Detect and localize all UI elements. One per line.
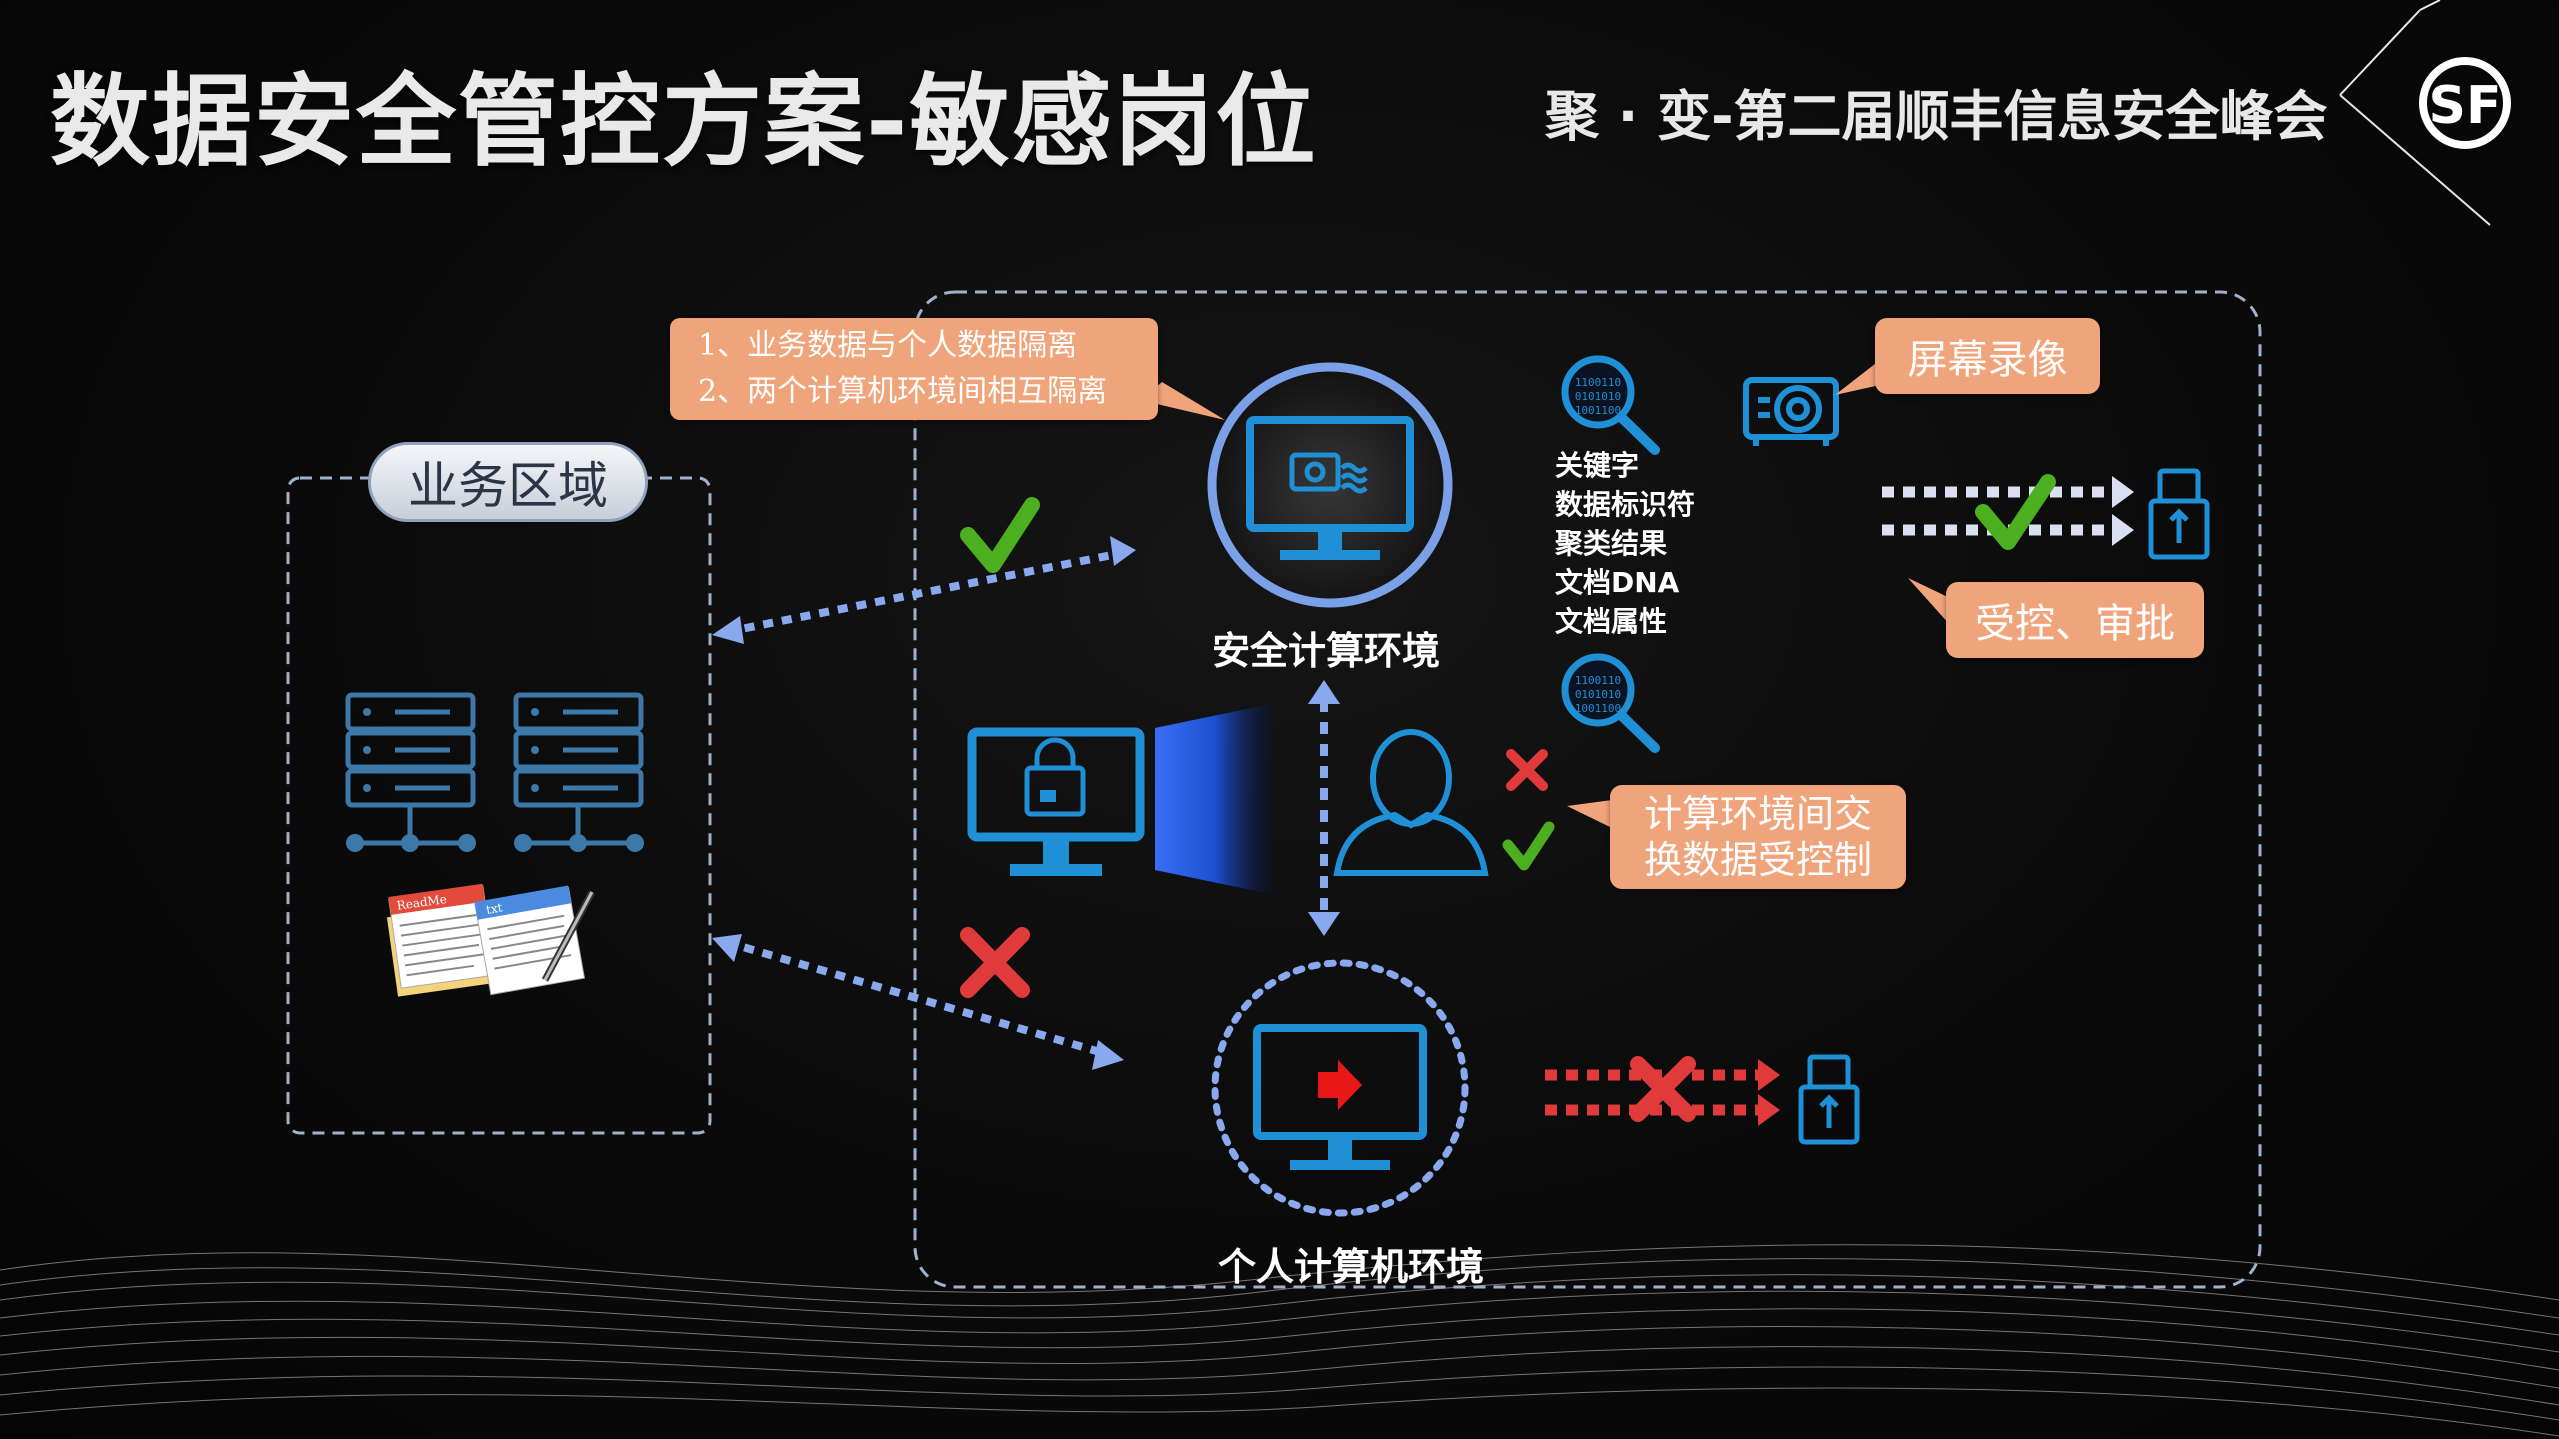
projector-icon [1743, 377, 1839, 446]
callout-isolation-line-2: 2、两个计算机环境间相互隔离 [698, 374, 1108, 409]
sf-logo-icon: SF [2419, 57, 2511, 149]
svg-text:1001100: 1001100 [1575, 702, 1621, 715]
svg-text:ReadMe: ReadMe [396, 892, 448, 913]
arrow-business-to-personal [712, 934, 1124, 1070]
keyword-item: 文档属性 [1555, 605, 1668, 638]
search-icon: 1100110 0101010 1001100 [1561, 653, 1660, 753]
documents-icon: ReadMe txt [386, 883, 596, 997]
secure-env-label: 安全计算环境 [1212, 629, 1441, 673]
person-icon [1333, 729, 1489, 876]
svg-text:1001100: 1001100 [1575, 404, 1621, 417]
svg-text:txt: txt [485, 900, 504, 917]
callout-audit-pointer [1908, 578, 1950, 625]
secure-monitor-icon [1207, 362, 1453, 608]
business-zone-box [286, 476, 712, 1135]
business-zone-label: 业务区域 [368, 442, 648, 522]
projection-wedge [1155, 703, 1275, 895]
arrow-secure-to-personal [1308, 680, 1340, 936]
corner-decoration [2339, 0, 2491, 226]
locked-monitor-icon [967, 727, 1145, 876]
keyword-item: 数据标识符 [1555, 488, 1696, 521]
callout-exchange-line-2: 换数据受控制 [1643, 838, 1872, 882]
svg-text:0101010: 0101010 [1575, 390, 1621, 403]
callout-screen-record-pointer [1835, 360, 1880, 395]
page-title: 数据安全管控方案-敏感岗位 [50, 63, 1318, 180]
deny-x-icon [1506, 749, 1548, 791]
monitoring-keywords: 关键字 数据标识符 聚类结果 文档DNA 文档属性 [1555, 446, 1695, 641]
svg-text:SF: SF [2429, 76, 2502, 136]
callout-exchange-pointer [1567, 800, 1612, 828]
personal-monitor-icon [1211, 959, 1469, 1217]
usb-drive-icon [1798, 1054, 1860, 1145]
keyword-item: 文档DNA [1555, 566, 1680, 599]
arrow-business-to-secure [712, 536, 1136, 644]
server-icon [345, 692, 476, 846]
summit-title: 聚 · 变-第二届顺丰信息安全峰会 [1545, 85, 2328, 148]
callout-isolation-line-1: 1、业务数据与个人数据隔离 [698, 328, 1078, 363]
svg-text:0101010: 0101010 [1575, 688, 1621, 701]
keyword-item: 聚类结果 [1555, 527, 1668, 560]
callout-isolation: 1、业务数据与个人数据隔离 2、两个计算机环境间相互隔离 [670, 318, 1158, 420]
deny-x-icon [960, 927, 1030, 998]
server-dots-icon [363, 708, 539, 792]
deny-x-icon [1630, 1056, 1696, 1122]
callout-exchange: 计算环境间交 换数据受控制 [1610, 785, 1906, 889]
callout-screen-record: 屏幕录像 [1875, 318, 2100, 394]
svg-text:1100110: 1100110 [1575, 674, 1621, 687]
secure-domain-box [913, 290, 2262, 1289]
callout-audit: 受控、审批 [1946, 582, 2204, 658]
keyword-item: 关键字 [1555, 449, 1640, 482]
allow-check-icon [1975, 474, 2056, 550]
background-waves [0, 1244, 2559, 1437]
allow-check-icon [960, 497, 1040, 573]
usb-drive-icon [2148, 468, 2210, 560]
callout-exchange-line-1: 计算环境间交 [1643, 792, 1872, 836]
search-icon: 1100110 0101010 1001100 [1561, 355, 1660, 455]
allow-check-icon [1502, 821, 1555, 871]
server-icon [513, 692, 644, 846]
personal-env-label: 个人计算机环境 [1218, 1245, 1485, 1289]
callout-isolation-pointer [1140, 382, 1225, 420]
svg-text:1100110: 1100110 [1575, 376, 1621, 389]
